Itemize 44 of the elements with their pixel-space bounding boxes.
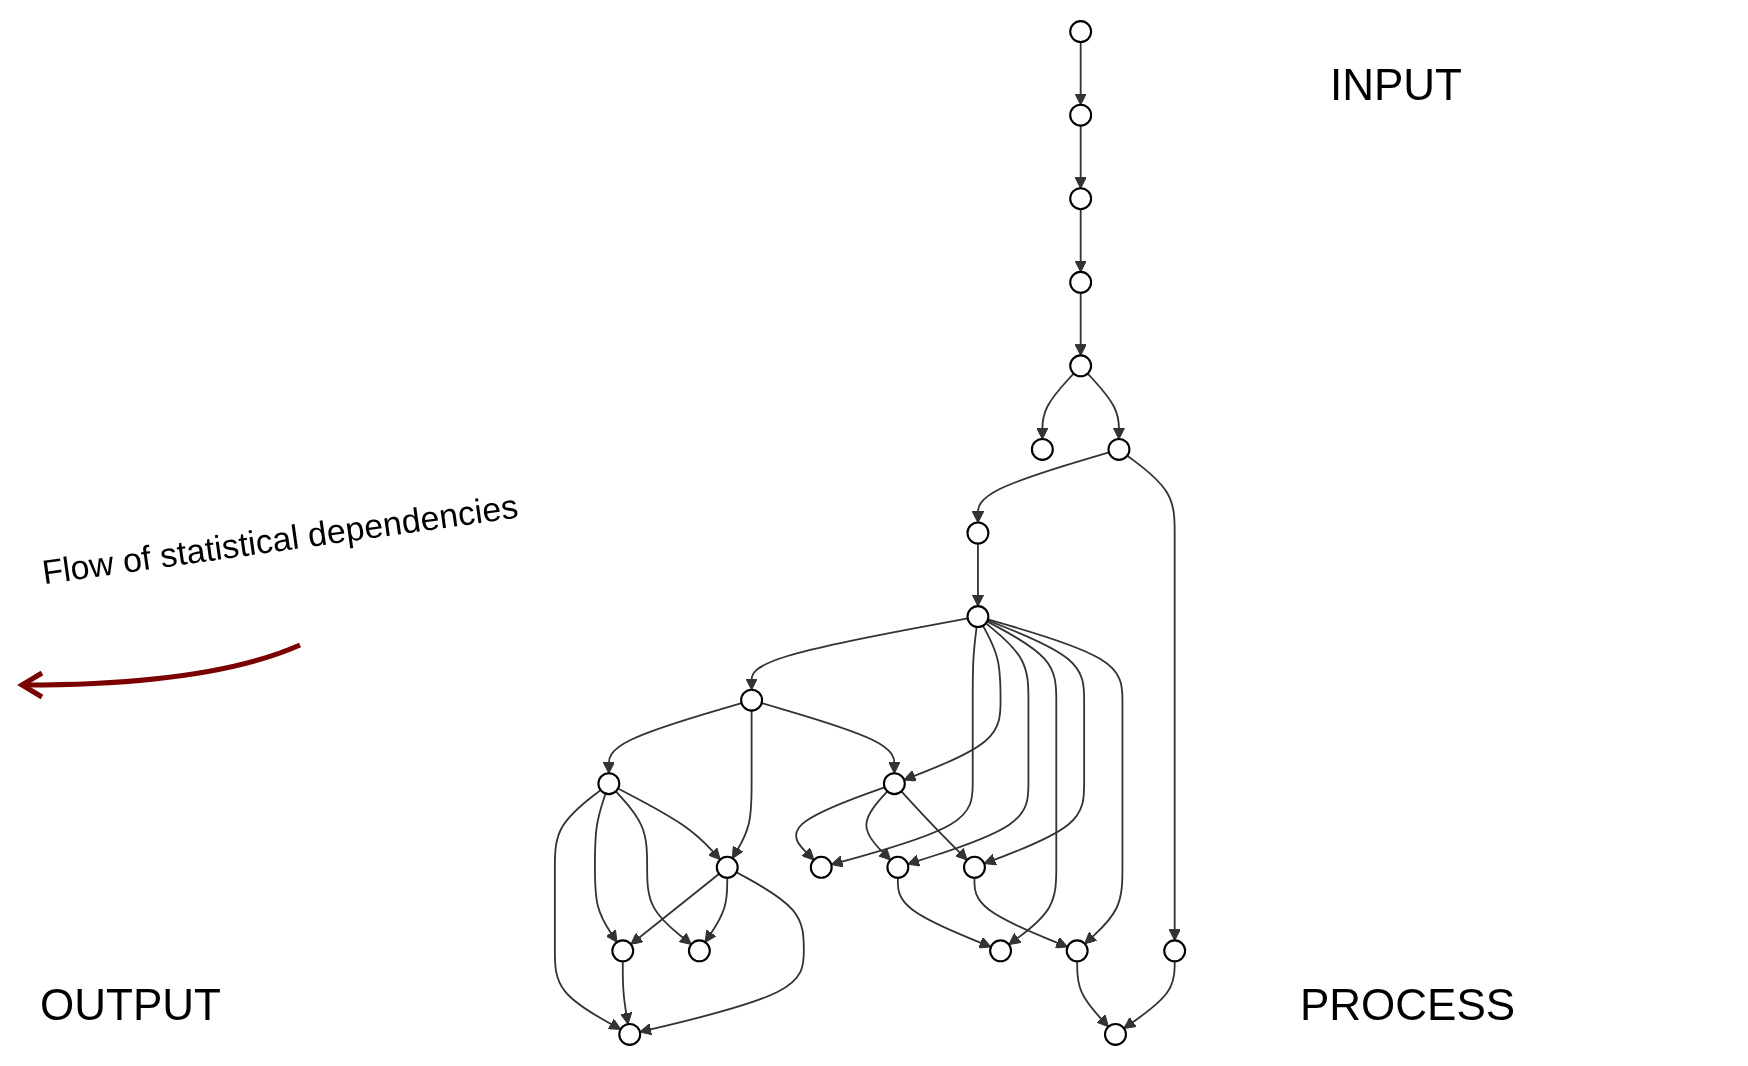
node-circle (1069, 103, 1093, 127)
node-circle (1163, 939, 1187, 963)
arrow (900, 790, 968, 861)
arrow (1036, 372, 1075, 440)
node-circle (966, 521, 990, 545)
node-circle (1030, 437, 1054, 461)
section-heading: OUTPUT (40, 980, 221, 1030)
arrow (865, 790, 892, 861)
node-circle (882, 772, 906, 796)
node-circle (886, 855, 910, 879)
arrow (553, 789, 622, 1030)
node-circle (618, 1022, 642, 1046)
arrow (639, 871, 805, 1036)
section-heading: PROCESS (1300, 980, 1516, 1030)
node-circle (1065, 939, 1089, 963)
node-circle (1069, 187, 1093, 211)
node-circle (989, 939, 1013, 963)
node-circle (809, 855, 833, 879)
node-circle (966, 605, 990, 629)
node-circle (740, 688, 764, 712)
node-circle (1069, 270, 1093, 294)
arrow (903, 624, 1002, 782)
node-circle (687, 939, 711, 963)
arrow (987, 618, 1124, 945)
node-circle (962, 855, 986, 879)
node-circle (1069, 354, 1093, 378)
node-circle (1104, 1022, 1127, 1046)
arrow (986, 620, 1058, 946)
arrow (630, 872, 720, 945)
arrow (907, 622, 1030, 867)
arrow (617, 787, 721, 861)
section-heading: INPUT (1330, 60, 1462, 110)
arrow (830, 626, 978, 868)
node-circle (1107, 437, 1131, 461)
node-circle (611, 939, 635, 963)
annotation-text: Flow of statistical dependencies (39, 486, 521, 593)
arrow (615, 790, 692, 945)
arrow (983, 619, 1086, 866)
arrow (1086, 372, 1126, 440)
arrow (795, 786, 886, 861)
node-circle (597, 772, 621, 796)
node-circle (1069, 20, 1093, 44)
node-circle (715, 855, 739, 879)
arrow (1126, 454, 1181, 941)
